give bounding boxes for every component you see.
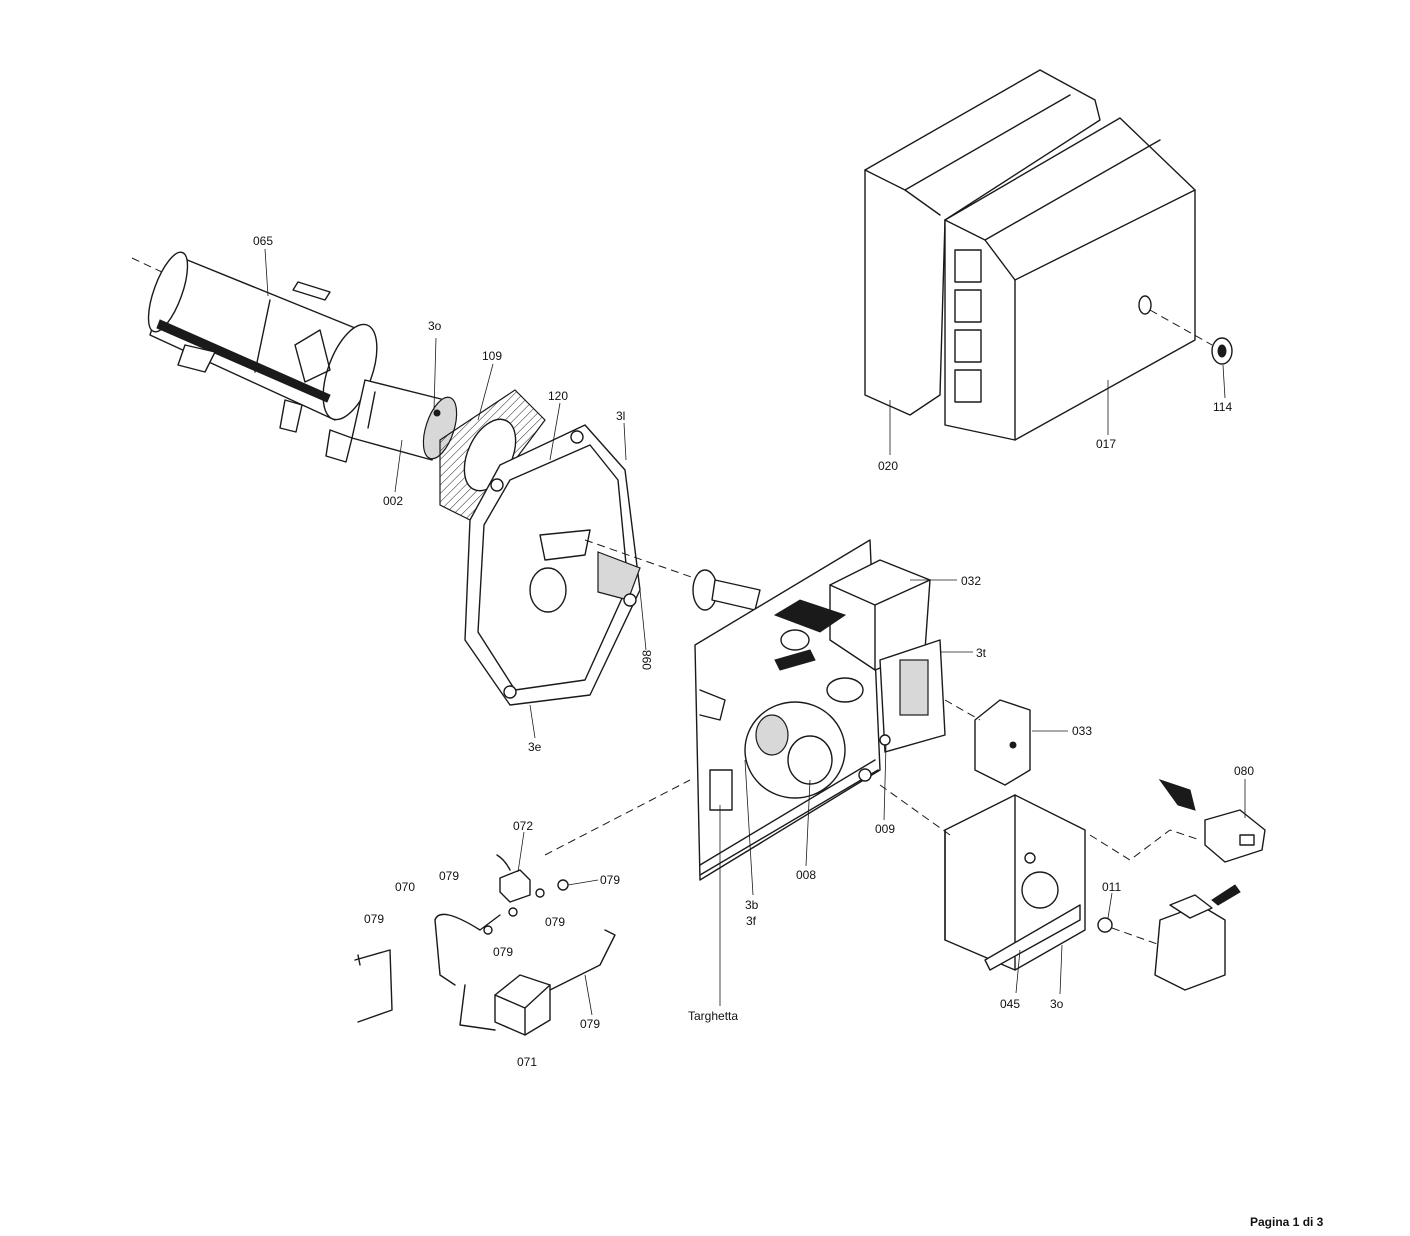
label-002: 002: [383, 494, 403, 508]
part-labels: 065 3o 109 120 3l 002 098 3e 032 3t 033 …: [253, 234, 1254, 1069]
label-3e: 3e: [528, 740, 542, 754]
page-number: Pagina 1 di 3: [1250, 1215, 1324, 1229]
label-3o-bottom: 3o: [1050, 997, 1064, 1011]
label-114: 114: [1213, 400, 1232, 414]
label-109: 109: [482, 349, 502, 363]
label-033: 033: [1072, 724, 1092, 738]
label-071: 071: [517, 1055, 537, 1069]
label-079-d: 079: [493, 945, 513, 959]
fan-housing-120: [464, 424, 641, 706]
label-3o-top: 3o: [428, 319, 442, 333]
label-079-e: 079: [364, 912, 384, 926]
label-020: 020: [878, 459, 898, 473]
label-120: 120: [548, 389, 568, 403]
label-079-b: 079: [600, 873, 620, 887]
label-079-c: 079: [545, 915, 565, 929]
label-3l: 3l: [616, 409, 625, 423]
coil-071: [494, 974, 551, 1036]
blast-tube-065: [131, 251, 378, 463]
motor-008: [744, 701, 891, 799]
air-damper-assembly: [584, 539, 761, 611]
control-box-cover-045: [879, 784, 1086, 971]
label-065: 065: [253, 234, 273, 248]
label-011: 011: [1102, 880, 1121, 894]
plug-080: [1089, 779, 1266, 863]
oil-lines-079: [354, 879, 616, 1031]
label-3t: 3t: [976, 646, 987, 660]
label-079-f: 079: [580, 1017, 600, 1031]
solenoid-valve-072: [496, 779, 691, 903]
ignition-transformer-032: [773, 559, 931, 703]
housing-cover-017: [944, 117, 1196, 441]
label-008: 008: [796, 868, 816, 882]
label-098: 098: [640, 650, 654, 670]
label-targhetta: Targhetta: [688, 1009, 738, 1023]
leader-lines: [264, 248, 1246, 1016]
label-3f: 3f: [746, 914, 757, 928]
label-079-a: 079: [439, 869, 459, 883]
photocell-holder-3t: [879, 639, 946, 753]
label-017: 017: [1096, 437, 1116, 451]
label-3b: 3b: [745, 898, 759, 912]
label-032: 032: [961, 574, 981, 588]
label-009: 009: [875, 822, 895, 836]
oil-pump-assembly: [1097, 884, 1241, 991]
label-045: 045: [1000, 997, 1020, 1011]
grommet-114: [1149, 309, 1233, 365]
cover-033: [944, 699, 1031, 786]
label-072: 072: [513, 819, 533, 833]
label-070: 070: [395, 880, 415, 894]
label-080: 080: [1234, 764, 1254, 778]
